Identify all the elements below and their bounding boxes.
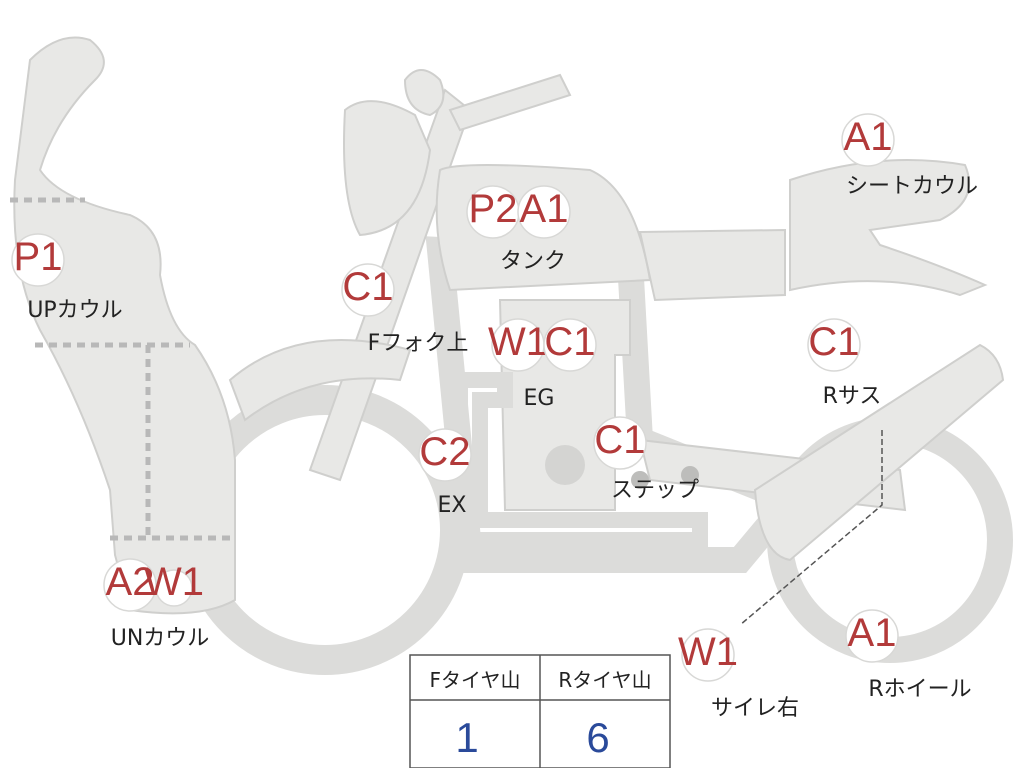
part-label: ステップ — [611, 478, 699, 503]
part-label: Rサス — [823, 384, 882, 409]
tire-table: Fタイヤ山 Rタイヤ山 1 6 — [409, 654, 671, 768]
damage-code: C1 — [544, 320, 595, 364]
engine-cover-shape — [545, 445, 585, 485]
damage-code: A2 — [106, 560, 155, 604]
damage-code: C1 — [808, 320, 859, 364]
damage-code: W1 — [488, 320, 548, 364]
part-annotation-silencer-right: W1 サイレ右 — [678, 628, 799, 721]
damage-badge-circle — [681, 628, 735, 682]
damage-badge-circle — [155, 569, 193, 607]
seat-shape — [638, 228, 786, 302]
silencer-shape — [753, 343, 1005, 562]
front-tire-value: 1 — [455, 714, 478, 761]
front-fender-shape — [228, 339, 412, 422]
part-label: UPカウル — [27, 298, 122, 323]
fairing-shape — [13, 36, 236, 615]
damage-badge-circle — [11, 233, 65, 287]
step-peg-left — [631, 471, 649, 489]
fairing-seams — [10, 197, 235, 541]
damage-badge-circle — [593, 416, 647, 470]
part-label: EG — [524, 386, 555, 411]
headlight-shape — [343, 100, 432, 237]
damage-code: A1 — [520, 187, 569, 231]
damage-code: W1 — [678, 630, 738, 674]
damage-code: C1 — [342, 265, 393, 309]
damage-badge-circle — [517, 185, 571, 239]
silencer-leader-line — [739, 430, 883, 626]
damage-badge-circle — [341, 263, 395, 317]
damage-code: P2 — [469, 187, 518, 231]
damage-badge-circle — [845, 609, 899, 663]
part-annotation-seat-cowl: A1 シートカウル — [841, 113, 978, 199]
part-label: Rホイール — [868, 677, 971, 702]
damage-badge-circle — [418, 428, 472, 482]
damage-code: C2 — [419, 430, 470, 474]
part-label: シートカウル — [846, 174, 978, 199]
part-label: EX — [438, 493, 467, 518]
seat-cowl-shape — [789, 159, 988, 297]
exhaust-shape — [452, 372, 708, 548]
front-tire-header: Fタイヤ山 — [430, 668, 521, 692]
mirror-shape — [403, 69, 445, 117]
damage-code: C1 — [594, 418, 645, 462]
part-label: UNカウル — [111, 626, 210, 651]
damage-badge-circle — [841, 113, 895, 167]
damage-code: A1 — [844, 115, 893, 159]
damage-code: W1 — [144, 560, 204, 604]
damage-badge-circle — [807, 318, 861, 372]
step-peg-right — [681, 466, 699, 484]
part-annotation-step: C1 ステップ — [593, 416, 699, 503]
damage-code: P1 — [14, 235, 63, 279]
part-label: Fフォク上 — [368, 331, 469, 356]
part-label: サイレ右 — [711, 696, 799, 721]
damage-badge-circle — [543, 318, 597, 372]
handlebar-shape — [448, 73, 572, 132]
rear-tire-value: 6 — [586, 714, 609, 761]
part-label: タンク — [500, 249, 566, 274]
damage-code: A1 — [848, 611, 897, 655]
rear-tire-header: Rタイヤ山 — [558, 668, 651, 692]
